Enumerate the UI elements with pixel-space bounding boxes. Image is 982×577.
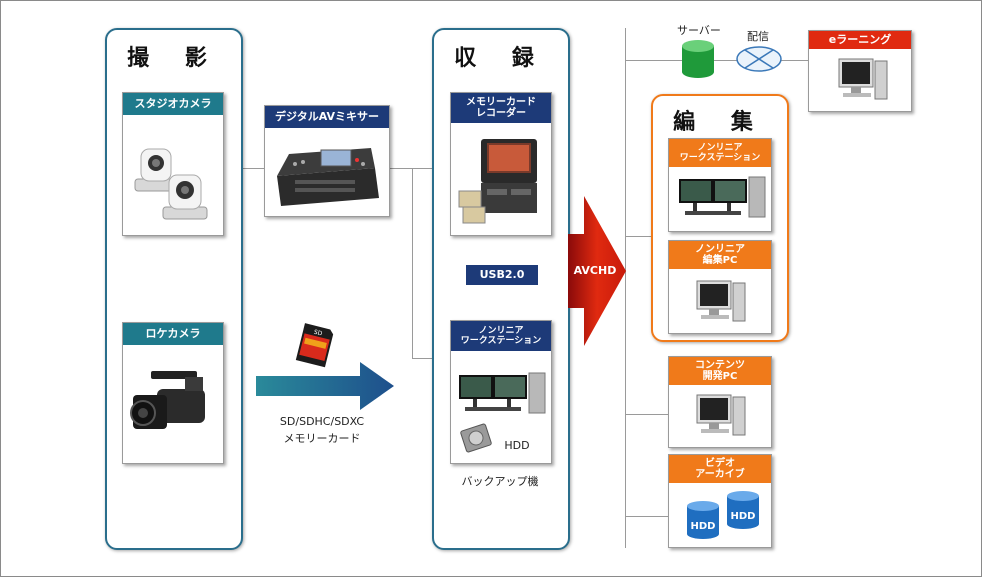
elearning-title: eラーニング [809,31,911,49]
av-mixer-title: デジタルAVミキサー [265,106,389,128]
elearning-pc-icon [838,58,888,100]
workstation-icon [459,372,546,414]
nonlinear-edit-pc-card: ノンリニア 編集PC [668,240,772,334]
shooting-group-title: 撮 影 [127,46,221,71]
server-icon [682,40,714,78]
video-archive-card: ビデオ アーカイブ HDD HDD [668,454,772,548]
nonlinear-ws-edit-card: ノンリニア ワークステーション [668,138,772,232]
nonlinear-ws-edit-title: ノンリニア ワークステーション [669,139,771,167]
avchd-arrow [568,196,626,346]
network-branch-edit-ws [625,236,669,237]
distribution-label: 配信 [747,30,769,43]
archive-hdd-label-1: HDD [690,521,716,532]
location-camera-card: ロケカメラ [122,322,224,464]
sd-card-icon: SD [295,323,334,368]
usb-label: USB2.0 [479,268,525,281]
connector-mixer-recorder [388,168,450,169]
sd-card-label-line2: メモリーカード [283,432,361,445]
usb-label-box [466,265,538,285]
nonlinear-edit-pc-title: ノンリニア 編集PC [669,241,771,269]
network-branch-archive [625,516,669,517]
network-branch-server [625,60,810,61]
archive-hdd-icon [687,501,719,539]
recorder-icon [458,139,537,224]
av-mixer-card: デジタルAVミキサー [264,105,390,217]
archive-hdd-label-2: HDD [730,511,756,522]
network-backbone [625,28,626,548]
camcorder-icon [130,371,205,429]
location-camera-title: ロケカメラ [123,323,223,345]
editing-group-title: 編 集 [673,110,767,135]
content-pc-icon [696,394,746,436]
content-dev-pc-title: コンテンツ 開発PC [669,357,771,385]
server-label: サーバー [677,24,721,37]
video-archive-title: ビデオ アーカイブ [669,455,771,483]
memory-card-recorder-title: メモリーカード レコーダー [451,93,551,123]
sd-card-label-line1: SD/SDHC/SDXC [279,415,365,428]
connector-camera-mixer [222,168,266,169]
nonlinear-ws-record-title: ノンリニア ワークステーション [451,321,551,351]
network-branch-content [625,414,669,415]
distribution-icon [736,46,782,72]
avchd-label: AVCHD [573,264,617,277]
card-transfer-arrow [256,362,394,410]
elearning-card: eラーニング [808,30,912,112]
backup-label: バックアップ機 [461,475,539,488]
recording-group-title: 収 録 [454,46,548,71]
edit-workstation-icon [679,176,766,218]
memory-card-recorder-card: メモリーカード レコーダー [450,92,552,236]
hdd-drive-icon [460,423,492,453]
studio-camera-title: スタジオカメラ [123,93,223,115]
svg-text:SD: SD [313,329,323,338]
nonlinear-ws-record-card: ノンリニア ワークステーション HDD [450,320,552,464]
edit-pc-icon [696,280,746,322]
mixer-icon [277,148,379,206]
archive-hdd-icon-2 [727,491,759,529]
content-dev-pc-card: コンテンツ 開発PC [668,356,772,448]
ptz-camera-icon [134,148,208,220]
connector-mixer-ws-horizontal [412,358,450,359]
hdd-label: HDD [504,439,530,452]
connector-mixer-ws-vertical [412,168,413,358]
studio-camera-card: スタジオカメラ [122,92,224,236]
